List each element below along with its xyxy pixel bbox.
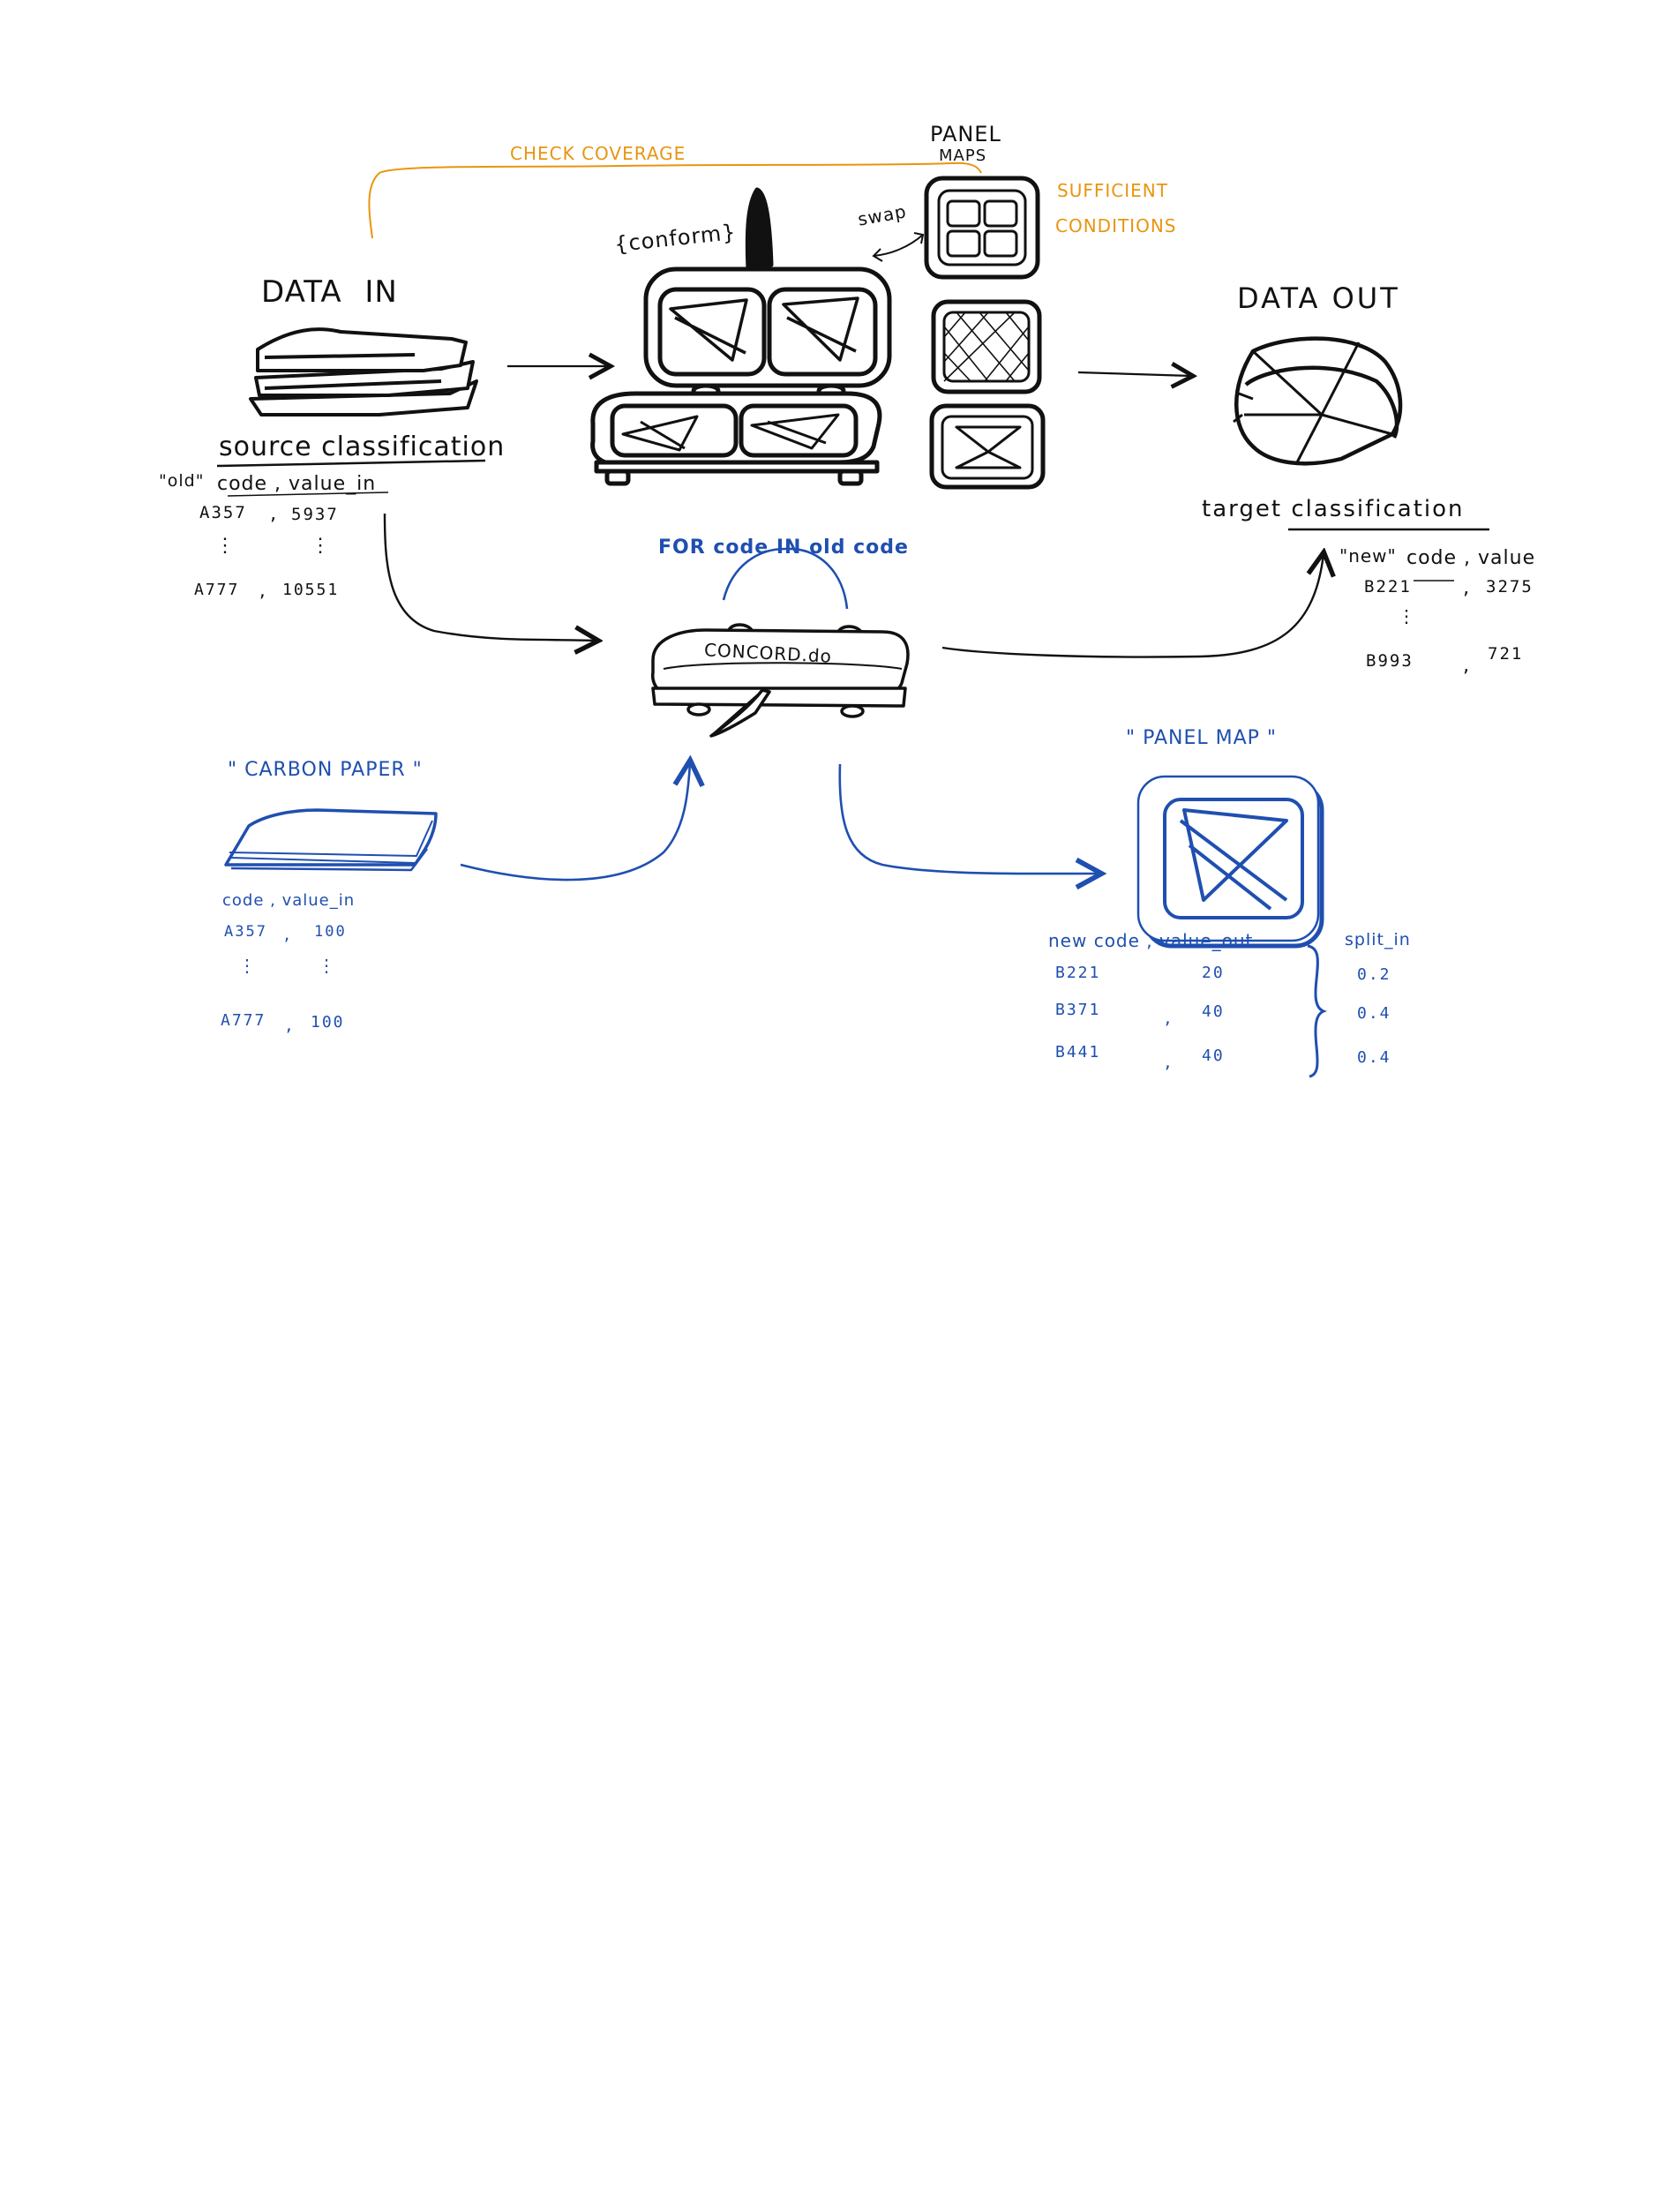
data-out-row-2-code: ⋮ bbox=[1398, 605, 1417, 627]
data-in-row-3-sep: , bbox=[258, 582, 269, 601]
data-in-row-1-value: 5937 bbox=[291, 505, 339, 524]
data-out-row-1-sep: , bbox=[1461, 579, 1474, 598]
data-in-title: DATA IN bbox=[261, 274, 398, 310]
panel-maps-label-line2: MAPS bbox=[939, 146, 987, 165]
panel-maps-label-line1: PANEL bbox=[930, 122, 1001, 146]
data-in-caption-underline bbox=[216, 459, 486, 468]
data-out-row-3-value: 721 bbox=[1488, 644, 1524, 664]
split-brace bbox=[1307, 944, 1328, 1078]
data-out-row-1-value: 3275 bbox=[1486, 577, 1534, 597]
data-out-sandwich-icon bbox=[1233, 336, 1403, 466]
data-in-row-2-value: ⋮ bbox=[311, 535, 332, 557]
panel-map-row-1-code: B221 bbox=[1055, 964, 1101, 982]
panel-map-row-2-value: 40 bbox=[1202, 1002, 1225, 1021]
data-in-row-2-code: ⋮ bbox=[215, 535, 236, 557]
carbon-row-1-code: A357 bbox=[224, 923, 267, 941]
data-in-row-3-code: A777 bbox=[194, 581, 240, 599]
data-in-row-1-code: A357 bbox=[199, 503, 247, 522]
data-in-header-prefix: "old" bbox=[159, 471, 205, 491]
panel-map-row-1-value: 20 bbox=[1202, 964, 1225, 982]
carbon-row-3-value: 100 bbox=[311, 1013, 345, 1032]
data-in-caption: source classification bbox=[219, 431, 506, 462]
panel-map-row-3-sep: , bbox=[1163, 1054, 1174, 1072]
conditions-label: CONDITIONS bbox=[1055, 215, 1177, 236]
data-out-title: DATA OUT bbox=[1237, 281, 1400, 315]
carbon-paper-title: " CARBON PAPER " bbox=[228, 759, 423, 781]
for-loop-label: FOR code IN old code bbox=[658, 536, 909, 559]
panel-map-plates-icon bbox=[924, 176, 1046, 490]
arrow-concord-to-panel-map bbox=[838, 763, 1099, 874]
data-out-caption: target classification bbox=[1202, 496, 1465, 522]
data-in-stack-icon bbox=[249, 327, 478, 416]
sandwich-maker-icon bbox=[590, 187, 892, 486]
sufficient-label: SUFFICIENT bbox=[1057, 180, 1168, 201]
data-in-row-3-value: 10551 bbox=[282, 581, 340, 599]
swap-arrow-icon bbox=[873, 234, 924, 257]
arrow-concord-to-target bbox=[941, 554, 1324, 658]
panel-map-row-3-split: 0.4 bbox=[1357, 1048, 1391, 1067]
data-out-col-header: code , value bbox=[1406, 547, 1536, 569]
arrow-maker-to-out bbox=[1077, 372, 1191, 376]
check-coverage-label: CHECK COVERAGE bbox=[510, 143, 686, 164]
panel-map-row-3-value: 40 bbox=[1202, 1047, 1225, 1065]
carbon-col-header: code , value_in bbox=[222, 891, 356, 910]
data-in-col-header: code , value_in bbox=[217, 473, 377, 495]
panel-map-row-2-sep: , bbox=[1163, 1009, 1174, 1028]
panel-map-plate-icon bbox=[1136, 775, 1324, 949]
data-out-row-1-code: B221 bbox=[1364, 577, 1412, 597]
data-in-row-1-sep: , bbox=[268, 505, 281, 524]
check-coverage-bracket bbox=[368, 161, 982, 239]
data-out-row-3-code: B993 bbox=[1366, 651, 1414, 671]
carbon-row-1-value: 100 bbox=[314, 923, 347, 941]
data-out-header-prefix: "new" bbox=[1339, 545, 1397, 567]
carbon-row-3-code: A777 bbox=[221, 1011, 266, 1030]
for-loop-arc bbox=[722, 547, 849, 610]
panel-map-row-2-code: B371 bbox=[1055, 1001, 1101, 1019]
panel-map-title: " PANEL MAP " bbox=[1126, 727, 1278, 749]
carbon-row-1-sep: , bbox=[282, 927, 294, 944]
panel-map-row-2-split: 0.4 bbox=[1357, 1004, 1391, 1023]
carbon-row-2-value: ⋮ bbox=[318, 955, 337, 976]
data-out-row-3-sep: , bbox=[1461, 657, 1474, 676]
panel-map-col-header: new code , value_out bbox=[1048, 930, 1254, 951]
panel-map-row-3-code: B441 bbox=[1055, 1043, 1101, 1062]
panel-map-row-1-split: 0.2 bbox=[1357, 965, 1391, 984]
carbon-paper-stack-icon bbox=[224, 808, 438, 872]
carbon-row-2-code: ⋮ bbox=[238, 955, 258, 976]
arrow-source-to-concord bbox=[383, 513, 596, 641]
arrow-carbon-to-concord bbox=[460, 762, 690, 882]
concord-machine-icon bbox=[651, 623, 910, 738]
panel-map-split-header: split_in bbox=[1345, 930, 1411, 949]
carbon-row-3-sep: , bbox=[284, 1017, 296, 1035]
